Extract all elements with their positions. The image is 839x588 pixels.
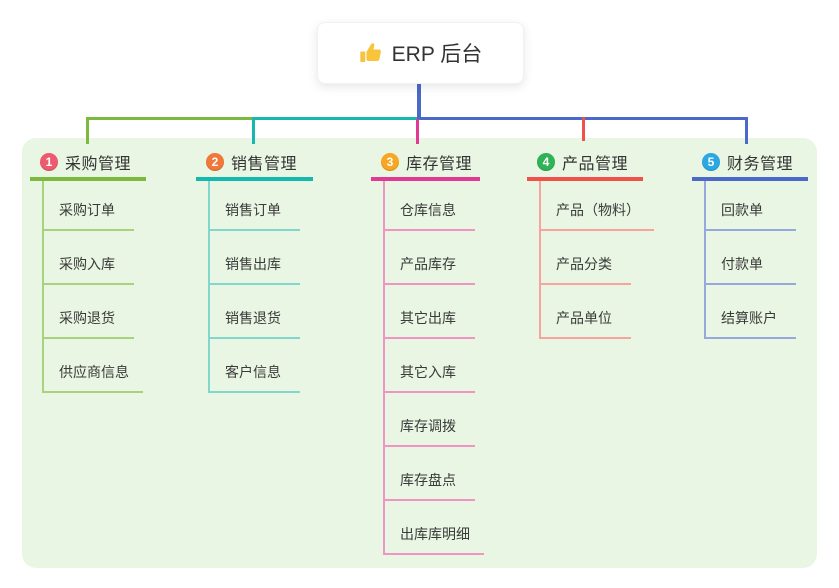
branch-topic[interactable]: 2 销售管理 [196, 147, 313, 181]
branch-topic-label: 财务管理 [727, 156, 794, 173]
child-topic[interactable]: 产品（物料） [541, 181, 654, 231]
child-topic-label: 销售退货 [225, 310, 281, 326]
child-topic-label: 付款单 [721, 256, 763, 272]
branch-topic[interactable]: 4 产品管理 [527, 147, 643, 181]
branch-topic[interactable]: 3 库存管理 [371, 147, 480, 181]
thumbs-up-icon [359, 41, 383, 65]
branch: 1 采购管理 采购订单采购入库采购退货供应商信息 [30, 147, 146, 393]
branch-children: 回款单付款单结算账户 [704, 181, 808, 339]
child-topic-label: 其它出库 [400, 310, 456, 326]
branch-topic-label: 产品管理 [562, 156, 629, 173]
child-topic[interactable]: 销售出库 [210, 231, 300, 285]
child-topic[interactable]: 结算账户 [706, 285, 796, 339]
child-topic[interactable]: 其它出库 [385, 285, 475, 339]
child-topic-label: 回款单 [721, 202, 763, 218]
branch-number-badge: 4 [537, 153, 555, 171]
child-topic-label: 供应商信息 [59, 364, 129, 380]
child-topic[interactable]: 采购入库 [44, 231, 134, 285]
branch-topic[interactable]: 1 采购管理 [30, 147, 146, 181]
branch-children: 采购订单采购入库采购退货供应商信息 [42, 181, 146, 393]
child-topic[interactable]: 采购订单 [44, 181, 134, 231]
child-topic-label: 产品单位 [556, 310, 612, 326]
branch-topic[interactable]: 5 财务管理 [692, 147, 808, 181]
branch-children: 产品（物料） 产品分类产品单位 [539, 181, 654, 339]
child-topic-label: 采购退货 [59, 310, 115, 326]
branch: 2 销售管理 销售订单销售出库销售退货客户信息 [196, 147, 313, 393]
child-topic[interactable]: 出库库明细 [385, 501, 484, 555]
child-topic-label: 仓库信息 [400, 202, 456, 218]
child-topic-label: 结算账户 [721, 310, 777, 326]
connector-drop-branch-3 [416, 119, 419, 144]
branch-children: 仓库信息产品库存其它出库其它入库库存调拨库存盘点出库库明细 [383, 181, 484, 555]
connector-bus-segment-2 [252, 117, 419, 120]
child-topic-label: 客户信息 [225, 364, 281, 380]
connector-drop-branch-2 [252, 117, 255, 144]
root-topic-label: ERP 后台 [391, 43, 483, 66]
branch-topic-label: 销售管理 [231, 156, 298, 173]
child-topic-label: 产品库存 [400, 256, 456, 272]
child-topic[interactable]: 库存调拨 [385, 393, 475, 447]
child-topic-label: 采购订单 [59, 202, 115, 218]
child-topic-label: 库存盘点 [400, 472, 456, 488]
branch: 5 财务管理 回款单付款单结算账户 [692, 147, 808, 339]
branch: 4 产品管理 产品（物料） 产品分类产品单位 [527, 147, 654, 339]
root-topic[interactable]: ERP 后台 [317, 22, 524, 84]
connector-drop-branch-4 [582, 117, 585, 141]
branch-topic-label: 采购管理 [65, 156, 132, 173]
child-topic-label: 销售订单 [225, 202, 281, 218]
connector-drop-branch-1 [86, 117, 89, 144]
child-topic[interactable]: 供应商信息 [44, 339, 143, 393]
child-topic[interactable]: 销售退货 [210, 285, 300, 339]
connector-bus-segment-1 [86, 117, 254, 120]
child-topic-label: 出库库明细 [400, 526, 470, 542]
connector-root-drop [417, 82, 421, 120]
child-topic[interactable]: 库存盘点 [385, 447, 475, 501]
child-topic[interactable]: 销售订单 [210, 181, 300, 231]
branch-topic-label: 库存管理 [406, 156, 473, 173]
child-topic-label: 库存调拨 [400, 418, 456, 434]
branch-number-badge: 2 [206, 153, 224, 171]
child-topic-label: 其它入库 [400, 364, 456, 380]
child-topic[interactable]: 产品库存 [385, 231, 475, 285]
child-topic[interactable]: 产品分类 [541, 231, 631, 285]
child-topic[interactable]: 付款单 [706, 231, 796, 285]
connector-drop-branch-5 [745, 117, 748, 144]
child-topic[interactable]: 采购退货 [44, 285, 134, 339]
child-topic-label: 销售出库 [225, 256, 281, 272]
child-topic[interactable]: 其它入库 [385, 339, 475, 393]
branch-panel [22, 138, 817, 568]
child-topic[interactable]: 仓库信息 [385, 181, 475, 231]
child-topic[interactable]: 客户信息 [210, 339, 300, 393]
branch-number-badge: 3 [381, 153, 399, 171]
child-topic-label: 产品分类 [556, 256, 612, 272]
child-topic[interactable]: 回款单 [706, 181, 796, 231]
child-topic-label: 采购入库 [59, 256, 115, 272]
branch-number-badge: 1 [40, 153, 58, 171]
child-topic-label: 产品（物料） [556, 202, 640, 218]
branch-number-badge: 5 [702, 153, 720, 171]
child-topic[interactable]: 产品单位 [541, 285, 631, 339]
branch: 3 库存管理 仓库信息产品库存其它出库其它入库库存调拨库存盘点出库库明细 [371, 147, 484, 555]
branch-children: 销售订单销售出库销售退货客户信息 [208, 181, 313, 393]
